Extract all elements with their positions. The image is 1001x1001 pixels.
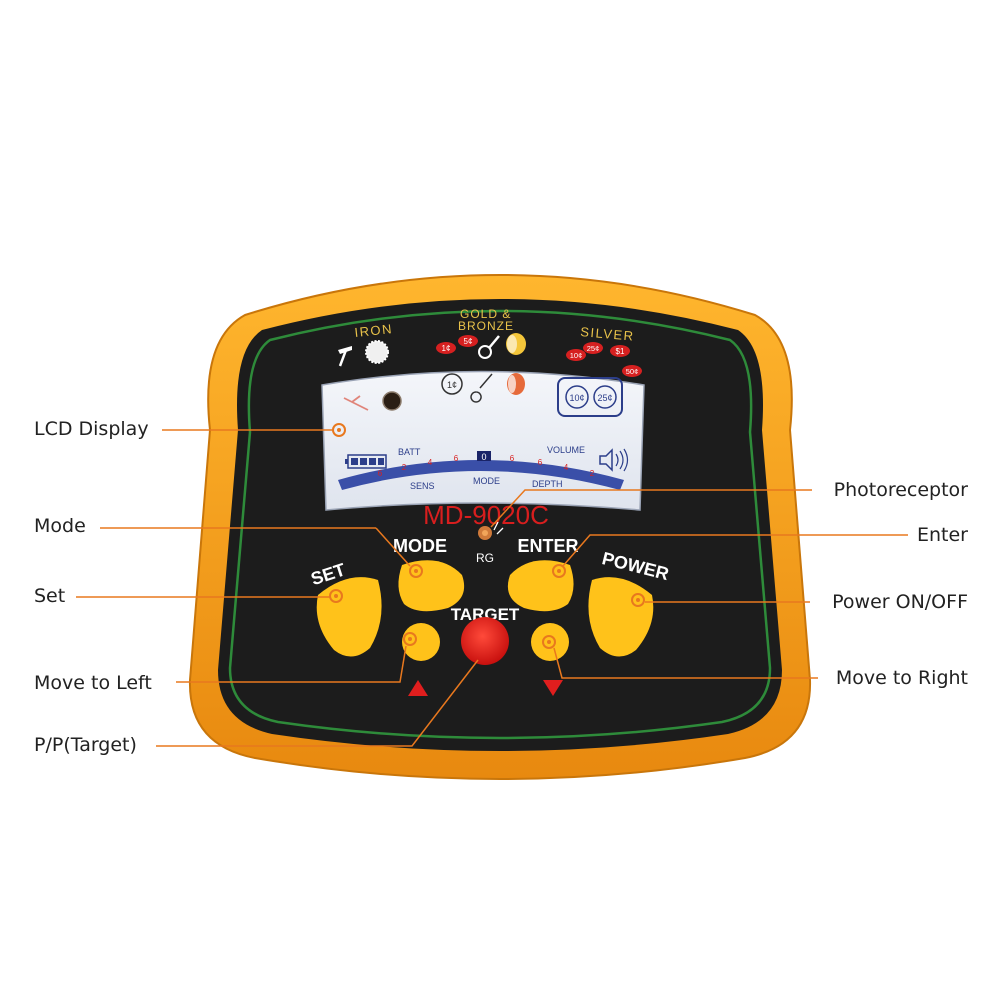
coin-badge-25c: 25¢ (583, 342, 603, 354)
rg-label: RG (476, 551, 494, 565)
callout-pp-target: P/P(Target) (34, 734, 137, 756)
battery-icon (345, 454, 387, 469)
callout-power: Power ON/OFF (832, 591, 968, 613)
callout-photoreceptor: Photoreceptor (833, 479, 968, 501)
power-button[interactable] (588, 577, 654, 657)
lcd-sens-label: SENS (410, 481, 435, 491)
lcd-display: 1¢ 10¢ 25¢ BATT VOLUME 6 2 4 6 6 6 4 2 (321, 370, 645, 511)
lcd-right-scale-digit-2: 4 (564, 463, 569, 472)
gold-label-line2: BRONZE (458, 319, 514, 333)
iron-label: IRON (354, 321, 394, 340)
lcd-bottle-cap-icon (382, 391, 402, 411)
lcd-1c-icon (441, 373, 463, 395)
coin-badge-1-dollar: $1 (610, 345, 630, 357)
mode-button-label: MODE (393, 536, 447, 556)
move-right-button[interactable] (531, 623, 569, 661)
leader-move-left (176, 645, 407, 683)
lcd-batt-label: BATT (398, 447, 421, 457)
lcd-ring-icon (470, 373, 493, 403)
lcd-right-scale-digit-3: 2 (590, 469, 595, 478)
speaker-icon (599, 448, 629, 472)
leader-lines (76, 429, 908, 747)
photoreceptor-sensor (478, 521, 504, 540)
move-left-button[interactable] (402, 623, 440, 661)
lcd-left-scale: 6 2 4 6 (378, 454, 459, 478)
target-button[interactable] (461, 617, 509, 665)
target-button-label: TARGET (451, 605, 520, 624)
leader-photoreceptor (490, 489, 812, 528)
svg-text:5¢: 5¢ (464, 337, 473, 346)
svg-text:25¢: 25¢ (587, 344, 600, 353)
lcd-right-scale-digit-1: 6 (538, 458, 543, 467)
svg-text:50¢: 50¢ (626, 367, 639, 376)
lcd-center-indicator (477, 451, 491, 461)
ring-icon (478, 335, 500, 359)
lcd-scale-bar (338, 460, 624, 490)
lcd-mode-label: MODE (473, 476, 500, 486)
lcd-right-scale-digit-0: 6 (510, 454, 515, 463)
lcd-left-scale-digit-0: 6 (378, 469, 383, 478)
lcd-left-scale-digit-3: 6 (454, 454, 459, 463)
callout-move-right: Move to Right (835, 667, 968, 689)
lcd-volume-label: VOLUME (547, 445, 585, 455)
coin-badge-50c: 50¢ (622, 365, 642, 377)
nail-icon (338, 346, 352, 367)
lcd-nail-icon (343, 395, 369, 411)
callout-set: Set (34, 585, 66, 607)
lcd-silver-box (557, 377, 623, 417)
silver-label: SILVER (580, 324, 635, 344)
lcd-center-digit: 0 (481, 452, 486, 462)
down-arrow-icon (543, 680, 563, 696)
lcd-depth-label: DEPTH (532, 479, 563, 489)
svg-text:10¢: 10¢ (570, 351, 583, 360)
callout-move-left: Move to Left (34, 672, 152, 694)
enter-button[interactable] (507, 560, 574, 612)
set-button[interactable] (316, 577, 382, 657)
svg-text:$1: $1 (616, 347, 625, 356)
callout-mode: Mode (34, 515, 86, 537)
lcd-left-scale-digit-1: 2 (402, 463, 407, 472)
up-arrow-icon (408, 680, 428, 696)
gold-label-line1: GOLD & (460, 307, 511, 321)
coin-badge-5c: 5¢ (458, 335, 478, 347)
lcd-left-scale-digit-2: 4 (428, 458, 433, 467)
lcd-right-scale: 6 6 4 2 (510, 454, 595, 478)
leader-target (156, 659, 479, 747)
gold-nugget-icon (506, 333, 526, 355)
model-name: MD-9020C (423, 500, 549, 530)
coin-badge-1c: 1¢ (436, 342, 456, 354)
lcd-25c-icon: 25¢ (597, 393, 612, 403)
coin-badge-10c: 10¢ (566, 349, 586, 361)
lcd-10c-icon: 10¢ (569, 393, 584, 403)
svg-text:1¢: 1¢ (447, 380, 457, 390)
callout-lcd-display: LCD Display (34, 418, 149, 440)
leader-enter (562, 534, 908, 567)
callout-enter: Enter (917, 524, 968, 546)
leader-move-right (553, 647, 818, 679)
mode-button[interactable] (398, 560, 465, 612)
bottle-cap-icon (365, 340, 389, 364)
enter-button-label: ENTER (517, 536, 578, 556)
leader-mode-slant (375, 527, 411, 567)
svg-text:1¢: 1¢ (442, 344, 451, 353)
